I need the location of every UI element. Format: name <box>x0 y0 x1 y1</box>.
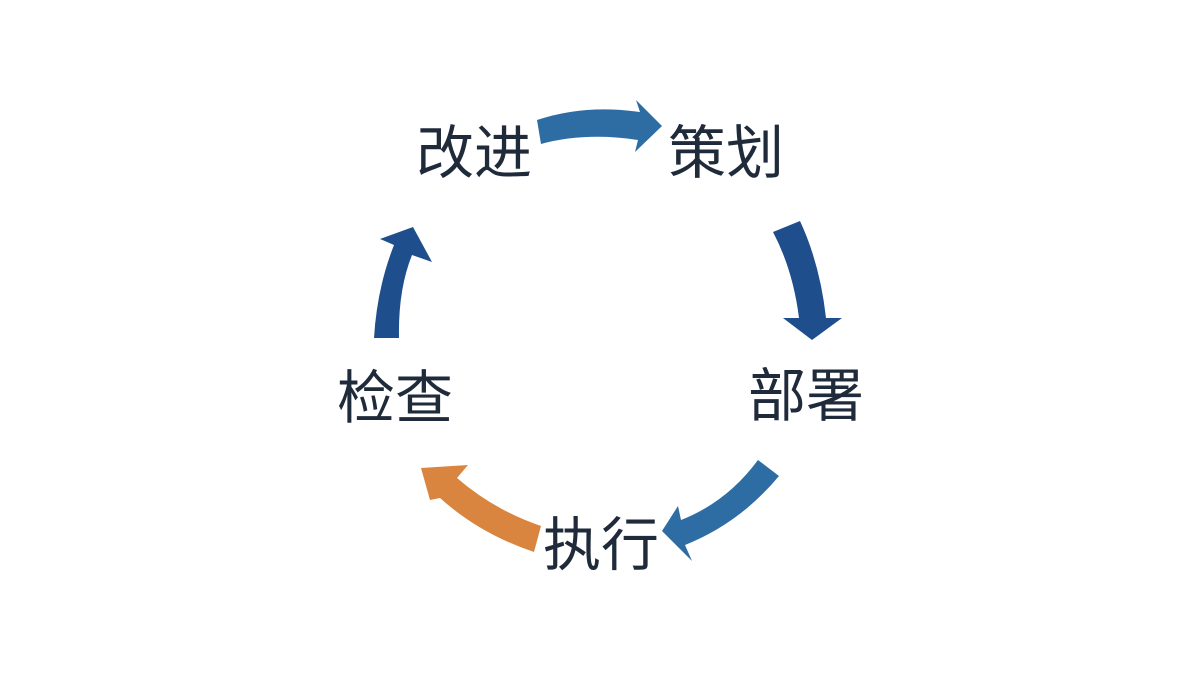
stage-label-plan: 策划 <box>668 119 784 187</box>
stage-label-check: 检查 <box>337 364 453 432</box>
stage-label-execute: 执行 <box>543 511 659 579</box>
arrow-execute-to-check <box>421 465 541 552</box>
arrow-check-to-improve <box>374 227 432 338</box>
stage-label-improve: 改进 <box>416 119 532 187</box>
arrow-deploy-to-execute <box>662 460 779 561</box>
arrow-plan-to-deploy <box>773 221 842 340</box>
stage-label-deploy: 部署 <box>748 362 864 430</box>
arrow-improve-to-plan <box>537 100 662 152</box>
